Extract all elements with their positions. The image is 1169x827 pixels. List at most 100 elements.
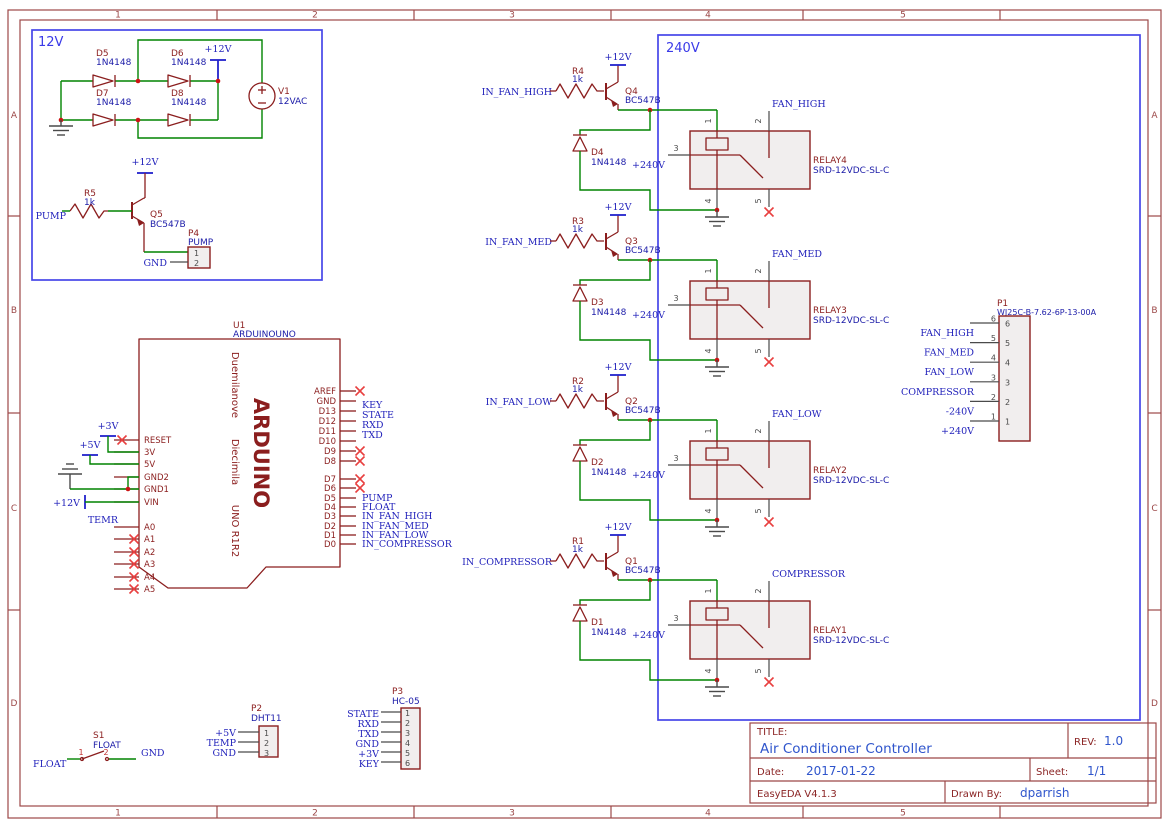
diode-icon — [572, 136, 588, 152]
connector-ref: P2 — [251, 704, 262, 714]
pin-number: 3 — [673, 454, 678, 463]
title-block — [749, 722, 1157, 804]
connector-body — [998, 315, 1031, 442]
frame-column-label: 3 — [509, 809, 515, 819]
pin-name: VIN — [144, 498, 159, 508]
rev-label: REV: — [1074, 737, 1097, 748]
relay-value: SRD-12VDC-SL-C — [813, 316, 889, 326]
arduino-body — [138, 338, 341, 589]
connector-ref: P4 — [188, 229, 199, 239]
diode-ref: D6 — [171, 49, 184, 59]
pin-number: 2 — [194, 259, 199, 268]
connector-ref: P1 — [997, 299, 1008, 309]
diode-value: 1N4148 — [591, 468, 627, 478]
net-label: COMPRESSOR — [772, 569, 846, 580]
pin-number: 4 — [704, 348, 713, 353]
arduino-ref: U1 — [233, 321, 245, 331]
diode-ref: D4 — [591, 148, 604, 158]
power-net-label: +12V — [605, 362, 632, 373]
pin-name: D1 — [324, 531, 336, 541]
resistor-ref: R3 — [572, 217, 584, 227]
pin-number: 5 — [405, 749, 410, 758]
pin-number: 6 — [991, 315, 996, 324]
net-label: +240V — [632, 310, 665, 321]
transistor-collector — [605, 231, 619, 240]
no-connect-icon — [116, 434, 128, 446]
pin-number: 3 — [673, 614, 678, 623]
pin-name: D2 — [324, 522, 336, 532]
diode-value: 1N4148 — [591, 308, 627, 318]
resistor-value: 1k — [572, 545, 584, 555]
no-connect-icon — [763, 676, 775, 688]
resistor-icon — [555, 83, 604, 99]
transistor-value: BC547B — [625, 566, 661, 576]
wire — [579, 420, 651, 445]
frame-row-label: B — [1151, 306, 1157, 316]
net-label: +240V — [941, 426, 974, 437]
wire — [579, 110, 651, 135]
transistor-collector — [131, 197, 145, 206]
relay-ref: RELAY4 — [813, 156, 847, 166]
net-label: IN_FAN_MED — [485, 237, 552, 248]
no-connect-icon — [763, 206, 775, 218]
pin-name: D0 — [324, 540, 336, 550]
resistor-ref: R2 — [572, 377, 584, 387]
resistor-value: 1k — [572, 225, 584, 235]
net-label: +240V — [632, 630, 665, 641]
net-label: GND — [355, 739, 379, 750]
diode-value: 1N4148 — [171, 58, 207, 68]
net-label: STATE — [362, 410, 394, 421]
frame-row-label: D — [11, 699, 18, 709]
relay-value: SRD-12VDC-SL-C — [813, 636, 889, 646]
frame-row-label: C — [1151, 504, 1157, 514]
frame-column-label: 5 — [900, 809, 906, 819]
arduino-body-text: ARDUINO — [249, 398, 273, 508]
net-label: IN_FAN_HIGH — [362, 511, 432, 522]
pin-name: A2 — [144, 548, 155, 558]
junction-dot — [135, 117, 141, 123]
no-connect-icon — [763, 356, 775, 368]
pin-number: 2 — [754, 268, 763, 273]
power-net-label: +12V — [605, 202, 632, 213]
net-label: IN_FAN_LOW — [486, 397, 553, 408]
relay-body — [689, 440, 811, 500]
net-label: FAN_LOW — [772, 409, 822, 420]
frame-row-label: A — [1151, 111, 1158, 121]
pin-name: D13 — [319, 407, 336, 417]
power-net-label: +5V — [80, 440, 101, 451]
power-net-label: +12V — [605, 522, 632, 533]
switch-contact — [104, 756, 110, 762]
pin-name: A4 — [144, 573, 155, 583]
date-label: Date: — [757, 767, 784, 778]
resistor-ref: R1 — [572, 537, 584, 547]
pin-name: GND — [317, 397, 337, 407]
resistor-icon — [555, 233, 604, 249]
pin-number: 5 — [754, 348, 763, 353]
pin-number: 2 — [264, 739, 269, 748]
switch-lever-icon — [81, 750, 105, 760]
net-label: KEY — [359, 759, 380, 770]
transistor-ref: Q4 — [625, 87, 638, 97]
mains-region-box — [657, 34, 1141, 721]
power-net-label: +12V — [132, 157, 159, 168]
pin-name: D11 — [319, 427, 336, 437]
net-label: -240V — [946, 406, 974, 417]
net-label: FLOAT — [33, 759, 67, 770]
net-label: STATE — [347, 709, 379, 720]
pin-number: 6 — [405, 759, 410, 768]
net-label: GND — [141, 748, 165, 759]
pin-number: 2 — [405, 719, 410, 728]
wire — [107, 436, 139, 453]
connector-value: HC-05 — [392, 697, 420, 707]
net-label: IN_FAN_MED — [362, 521, 429, 532]
relay-body — [689, 130, 811, 190]
net-label: RXD — [357, 719, 379, 730]
pin-number: 1 — [1005, 418, 1010, 427]
power-net-label: +12V — [53, 498, 80, 509]
pin-name: D9 — [324, 447, 336, 457]
net-label: RXD — [362, 420, 384, 431]
resistor-value: 1k — [84, 198, 96, 208]
pin-number: 5 — [991, 334, 996, 343]
pin-name: AREF — [314, 387, 336, 397]
voltage-source-icon — [248, 82, 276, 110]
